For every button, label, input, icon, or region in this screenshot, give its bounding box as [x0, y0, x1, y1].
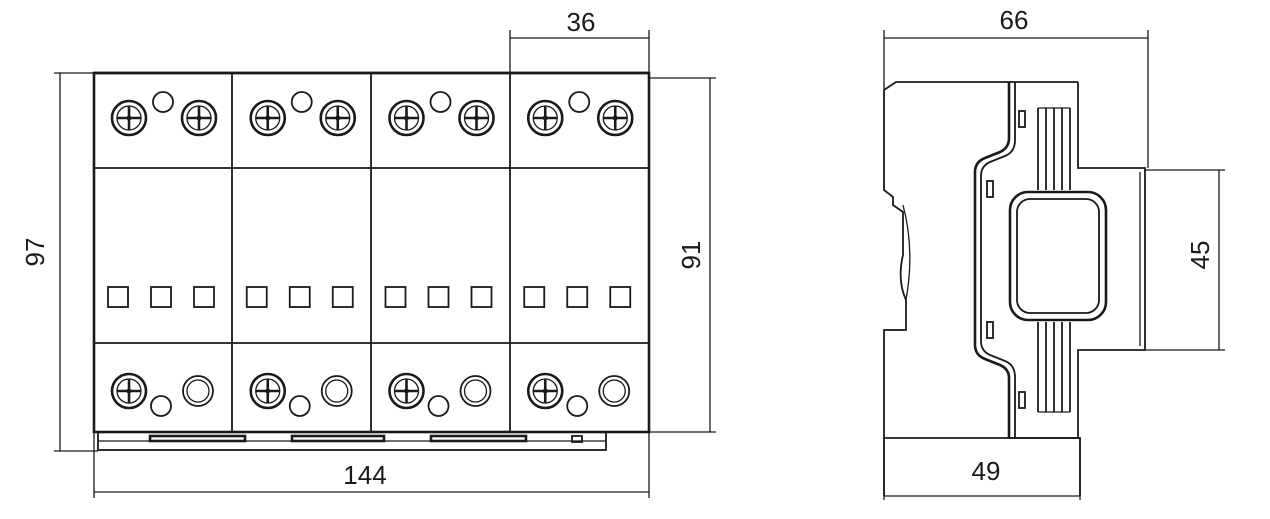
dim-body-91-label: 91	[676, 241, 706, 270]
lower-terminal-hole-inner	[463, 379, 488, 403]
status-window-icon	[427, 286, 450, 308]
front-view	[92, 71, 651, 451]
screw-center-dot	[612, 115, 618, 121]
lower-terminal-hole-inner	[186, 379, 210, 403]
screw-center-dot	[265, 115, 271, 121]
status-window-icon	[288, 286, 311, 308]
screw-center-dot	[404, 115, 409, 121]
lower-indicator-hole	[288, 395, 311, 417]
dim-depth-66-label: 66	[1000, 5, 1029, 35]
status-window-icon	[384, 286, 407, 308]
side-lower-strips	[1037, 322, 1071, 413]
screw-center-dot	[335, 115, 341, 121]
rail-clip-slot-1	[148, 434, 247, 443]
terminal-screw-icon	[596, 99, 634, 137]
status-window-icon	[150, 286, 172, 308]
status-window-icon	[245, 286, 268, 308]
screw-center-dot	[474, 115, 479, 121]
dim-module-36-label: 36	[567, 7, 596, 37]
side-inner-profile	[980, 82, 1016, 438]
dim-height-97-label: 97	[20, 238, 50, 267]
status-window-icon	[523, 286, 546, 308]
terminal-screw-icon	[388, 99, 425, 137]
side-view-dimensions: 66 49 45	[883, 5, 1225, 500]
screw-center-dot	[126, 388, 132, 394]
side-housing-left	[883, 81, 1081, 496]
lower-terminal-hole-inner	[325, 379, 349, 403]
upper-indicator-hole	[152, 91, 174, 113]
terminal-screw-icon	[110, 372, 148, 410]
side-center-window-outer	[1008, 190, 1108, 322]
front-view-dimensions: 97 144 36 91	[20, 7, 716, 498]
lower-indicator-hole	[566, 395, 589, 417]
side-right-body	[1077, 82, 1146, 438]
terminal-screw-icon	[319, 99, 357, 137]
screw-center-dot	[542, 115, 548, 121]
status-window-icon	[107, 286, 129, 308]
screw-center-dot	[404, 388, 409, 394]
lower-terminal-hole	[598, 375, 631, 407]
side-upper-strips	[1037, 107, 1071, 190]
rail-clip-tab	[571, 435, 583, 443]
screw-center-dot	[542, 388, 548, 394]
terminal-screw-icon	[458, 99, 495, 137]
side-rail-slot-curve	[902, 204, 911, 301]
rail-clip-slot-2	[290, 434, 386, 443]
status-window-icon	[470, 286, 493, 308]
side-view	[883, 81, 1146, 496]
dim-width-144-label: 144	[343, 460, 386, 490]
status-window-icon	[193, 286, 215, 308]
lower-indicator-hole	[150, 395, 172, 417]
side-center-window-inner	[1016, 198, 1100, 314]
upper-indicator-hole	[290, 91, 313, 113]
upper-indicator-hole	[429, 91, 452, 113]
terminal-screw-icon	[249, 372, 287, 410]
front-modules	[107, 91, 634, 417]
lower-terminal-hole	[320, 375, 353, 407]
din-rail-clip-strip	[97, 431, 607, 451]
terminal-screw-icon	[388, 372, 425, 410]
terminal-screw-icon	[526, 372, 564, 410]
side-latch-slot	[1018, 110, 1026, 128]
terminal-screw-icon	[249, 99, 287, 137]
screw-center-dot	[196, 115, 202, 121]
side-latch-slot	[1018, 391, 1026, 409]
screw-center-dot	[126, 115, 132, 121]
status-window-icon	[609, 286, 632, 308]
dim-rail-45-label: 45	[1185, 241, 1215, 270]
terminal-screw-icon	[110, 99, 148, 137]
upper-indicator-hole	[568, 91, 591, 113]
terminal-screw-icon	[180, 99, 218, 137]
side-main-profile	[973, 82, 1011, 438]
side-latch-slot	[986, 321, 994, 339]
lower-terminal-hole-inner	[602, 379, 626, 403]
rail-clip-slot-3	[429, 434, 528, 443]
side-latch-slot	[986, 180, 994, 198]
lower-terminal-hole	[182, 375, 214, 407]
status-window-icon	[331, 286, 354, 308]
lower-terminal-hole	[459, 375, 492, 407]
screw-center-dot	[265, 388, 271, 394]
terminal-screw-icon	[526, 99, 564, 137]
status-window-icon	[566, 286, 589, 308]
lower-indicator-hole	[427, 395, 450, 417]
dim-base-49-label: 49	[972, 456, 1001, 486]
